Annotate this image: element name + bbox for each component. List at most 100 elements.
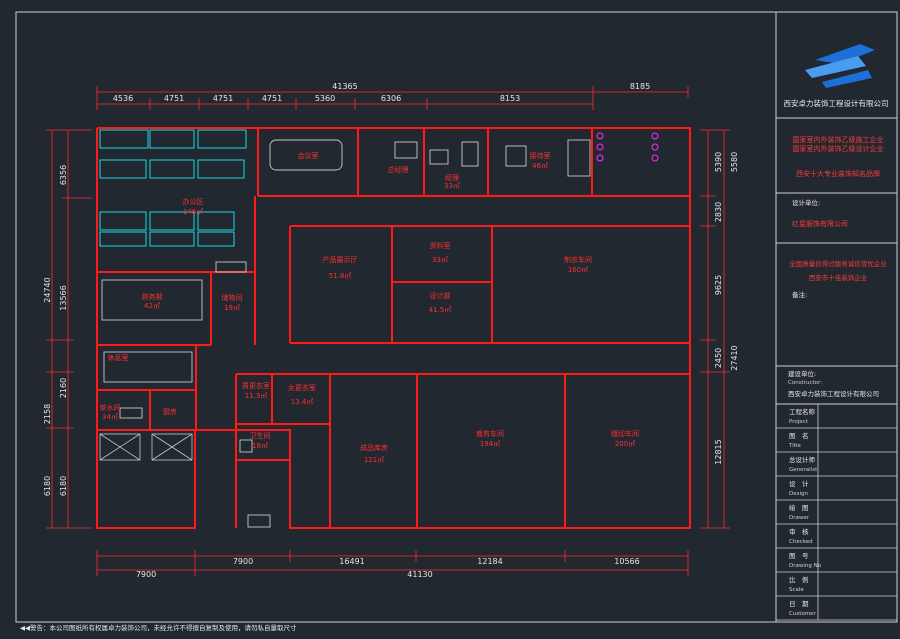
right-dimensions	[700, 129, 730, 529]
left-dimensions	[46, 129, 92, 529]
dim-right-a3: 9625	[714, 275, 723, 295]
drawing-frame	[15, 11, 898, 623]
tb-cert1: 国家室内外装饰乙级施工企业	[793, 135, 884, 144]
room-boss: 总经理	[388, 165, 409, 174]
dim-bottom-seg-1: 7900	[233, 557, 253, 566]
room-office: 办公区	[183, 197, 204, 206]
dim-left-a1: 2160	[59, 378, 68, 398]
tb-company: 西安卓力装饰工程设计有限公司	[784, 98, 889, 108]
tb-client-label: 设计单位:	[792, 198, 820, 207]
sofa-accents	[596, 132, 659, 162]
room-workshop1: 制衣车间	[564, 255, 592, 264]
title-block-row-label-en: Title	[788, 443, 801, 449]
room-sewing-area: 200㎡	[615, 440, 635, 448]
room-warehouse-area: 121㎡	[364, 456, 384, 464]
room-reception: 接待室	[530, 151, 551, 160]
room-workshop1-area: 160㎡	[568, 266, 588, 274]
room-wc-area: 18㎡	[252, 442, 268, 450]
room-meeting: 会议室	[298, 151, 319, 160]
dim-left-a2: 2158	[43, 404, 52, 424]
room-wash1: 男更衣室	[242, 381, 270, 390]
title-block-row-label-en: Customer	[789, 611, 816, 617]
tb-designer-label: 建设单位:	[788, 369, 816, 378]
title-block-row-label: 工程名称	[789, 407, 816, 416]
dim-left-a0: 6356	[59, 165, 68, 185]
room-materials-area: 33㎡	[432, 256, 448, 264]
room-materials: 资料室	[430, 241, 451, 250]
title-block-row-label: 绘 图	[789, 503, 809, 512]
dim-bottom-seg-4: 10566	[614, 557, 639, 566]
dim-top-right: 8185	[630, 82, 650, 91]
title-block-row-label: 比 例	[789, 575, 809, 584]
room-manager: 经理	[445, 173, 459, 182]
cross-marks	[99, 433, 193, 461]
dim-top-total: 41365	[332, 82, 357, 91]
company-logo	[805, 44, 875, 88]
room-design-area: 41.5㎡	[429, 306, 452, 314]
dim-bottom-seg-2: 16491	[339, 557, 364, 566]
room-finance: 财务部	[142, 292, 163, 301]
room-office-area: 146㎡	[183, 208, 203, 216]
dim-top-seg-4: 4751	[262, 94, 282, 103]
room-pantry: 茶水间	[100, 403, 121, 412]
title-block-row-label: 图 号	[789, 552, 809, 560]
room-storage-area: 19㎡	[224, 304, 240, 312]
dim-left-total: 24740	[43, 277, 52, 302]
room-showroom: 产品展示厅	[323, 255, 358, 264]
room-showroom-area: 51.8㎡	[329, 272, 352, 280]
bottom-dimensions	[96, 550, 689, 576]
tb-rank: 西安十大专业装饰知名品牌	[796, 169, 880, 178]
room-kitchen: 厨房	[163, 407, 177, 416]
office-workstations	[99, 129, 247, 247]
dim-right-a5: 12815	[714, 439, 723, 464]
title-block-row-label-en: Project	[789, 419, 809, 425]
title-block-row-label-en: Generalist	[789, 467, 818, 473]
dim-top-seg-6: 6306	[381, 94, 401, 103]
title-block-row-label-en: Drawing No	[789, 563, 822, 569]
dim-bottom-seg-3: 12184	[477, 557, 502, 566]
room-wash1-area: 11.3㎡	[245, 392, 268, 400]
dim-right-a0: 5390	[714, 152, 723, 172]
dim-top-seg-3: 4751	[213, 94, 233, 103]
dim-top-seg-5: 5360	[315, 94, 335, 103]
walls	[96, 127, 691, 529]
room-pantry-area: 34㎡	[102, 413, 118, 421]
title-block	[776, 44, 897, 405]
title-block-row-label-en: Scale	[789, 587, 804, 593]
tb-cert2: 国家室内外装饰乙级设计企业	[793, 144, 884, 153]
tb-client: 红星服饰有限公司	[792, 219, 848, 228]
dim-top-seg-7: 8153	[500, 94, 520, 103]
dim-right-a4: 2450	[714, 348, 723, 368]
dim-top-seg-2: 4751	[164, 94, 184, 103]
dim-left-a4: 6180	[59, 476, 68, 496]
dim-left-mid: 13566	[59, 285, 68, 310]
room-lounge: 休息室	[108, 353, 129, 362]
dim-right-a2: 2830	[714, 202, 723, 222]
tb-honor2: 西安市十佳装饰企业	[809, 273, 868, 282]
title-block-row-label: 图 名	[789, 431, 809, 440]
dim-top-seg-1: 4536	[113, 94, 133, 103]
dim-left-a3: 6180	[43, 476, 52, 496]
dim-bottom-total: 41130	[407, 570, 432, 579]
room-design: 设计部	[430, 291, 451, 300]
room-wash2-area: 13.4㎡	[291, 398, 314, 406]
room-finance-area: 42㎡	[144, 302, 160, 310]
room-wc: 卫生间	[250, 431, 271, 440]
room-wash2: 女更衣室	[288, 383, 316, 392]
room-cutting: 裁剪车间	[476, 429, 504, 438]
title-block-row-label: 设 计	[789, 479, 809, 488]
room-warehouse: 成品库房	[360, 443, 388, 452]
room-sewing: 缝纫车间	[611, 429, 639, 438]
title-block-row-label: 日 期	[789, 600, 809, 608]
dim-right-total: 27410	[730, 345, 739, 370]
tb-designer-value: 西安卓力装饰工程设计有限公司	[788, 389, 879, 398]
dim-bottom-seg-0: 7900	[136, 570, 156, 579]
title-block-row-label: 审 核	[789, 527, 809, 536]
title-block-row-label-en: Design	[789, 491, 809, 497]
tb-honor1: 全国质量信得过服务诚信双优企业	[789, 259, 887, 268]
top-dimensions	[96, 86, 689, 110]
